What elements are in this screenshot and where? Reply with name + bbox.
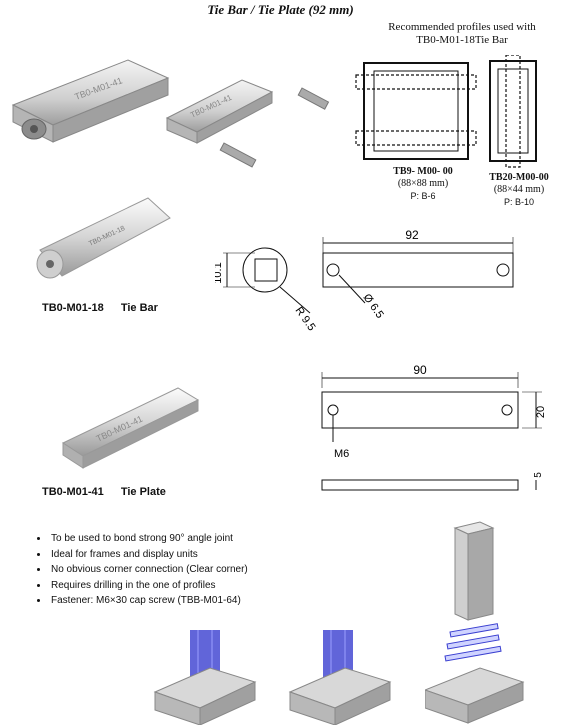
svg-text:10.1: 10.1 <box>215 262 224 283</box>
screw-icon <box>297 87 330 110</box>
svg-text:90: 90 <box>413 363 427 377</box>
svg-text:Ø 6.5: Ø 6.5 <box>361 292 386 321</box>
svg-text:5: 5 <box>533 472 544 478</box>
svg-text:M6: M6 <box>334 448 349 460</box>
svg-text:R 9.5: R 9.5 <box>293 305 318 333</box>
tie-plate-assembly-image: TB0-M01-41 <box>165 79 330 168</box>
feature-list: To be used to bond strong 90° angle join… <box>33 531 349 609</box>
joint-illustration-1 <box>153 630 257 725</box>
page-title: Tie Bar / Tie Plate (92 mm) <box>207 2 354 17</box>
tie-bar-dimension-drawing: 10.1 R 9.5 92 Ø 6.5 <box>215 228 514 333</box>
joint-exploded-illustration <box>425 521 525 724</box>
list-item: To be used to bond strong 90° angle join… <box>49 531 349 547</box>
tie-bar-caption: TB0-M01-18 Tie Bar <box>42 302 158 314</box>
tie-plate-image: TB0-M01-41 <box>61 387 200 469</box>
profiles-drawing <box>355 55 537 168</box>
recommended-heading: Recommended profiles used with TB0-M01-1… <box>388 21 536 46</box>
list-item: Ideal for frames and display units <box>49 547 349 563</box>
list-item: Fastener: M6×30 cap screw (TBB-M01-64) <box>49 593 349 609</box>
list-item: No obvious corner connection (Clear corn… <box>49 562 349 578</box>
joint-illustration-2 <box>288 630 392 725</box>
profile-tb9-label: TB9- M00- 00 (88×88 mm) P: B-6 <box>393 166 453 201</box>
tie-bar-assembly-image: TB0-M01-41 <box>11 59 170 143</box>
tie-plate-caption: TB0-M01-41 Tie Plate <box>42 486 166 498</box>
list-item: Requires drilling in the one of profiles <box>49 578 349 594</box>
svg-text:92: 92 <box>405 228 419 242</box>
svg-text:20: 20 <box>535 406 547 418</box>
tie-plate-dimension-drawing: 90 20 M6 5 <box>321 363 547 491</box>
profile-tb20-label: TB20-M00-00 (88×44 mm) P: B-10 <box>489 172 549 207</box>
screw-icon <box>219 142 257 168</box>
tie-bar-image: TB0-M01-18 <box>36 197 171 279</box>
